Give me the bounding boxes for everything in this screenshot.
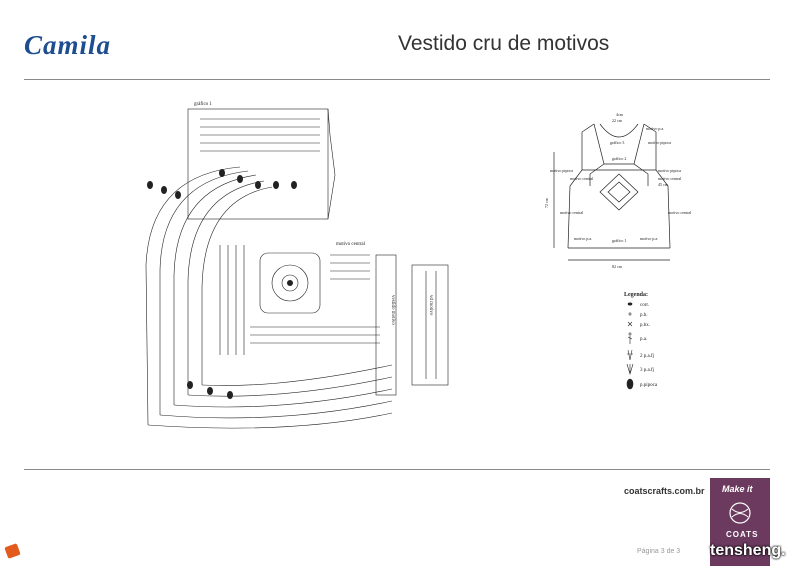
logo-make-text: Make it (722, 484, 753, 494)
chart-label-lateral-2: vd motivo (428, 295, 433, 316)
legend-slst-icon (627, 321, 633, 327)
schematic-label-motivo-pa-bl: motivo p.a. (574, 236, 592, 241)
site-link[interactable]: coatscrafts.com.br (624, 486, 705, 496)
header-divider (24, 79, 770, 80)
schematic-label-motivo-central-br: motivo central (668, 210, 692, 215)
logo-coats-text: COATS (726, 530, 759, 539)
legend-item-5: 2 p.a.fj (640, 354, 654, 359)
schematic-label-motivo-pipoca-2: motivo pipoca (550, 168, 573, 173)
footer-divider (24, 469, 770, 470)
page-number: Página 3 de 3 (637, 548, 681, 555)
legend-item-4: p.a. (640, 337, 647, 342)
schematic-label-motivo-pa-1: motivo p.a. (646, 126, 664, 131)
stitch-legend: Legenda: corr. p.b. p.bx. p.a. 2 p.a.fj … (624, 292, 658, 390)
schematic-label-motivo-pipoca-1: motivo pipoca (648, 140, 671, 145)
dress-schematic: gráfico 3 gráfico 2 gráfico 1 motivo p.a… (544, 112, 692, 269)
schematic-label-grafico1: gráfico 1 (612, 238, 626, 243)
schematic-dim-neck: 4cm (616, 112, 624, 117)
schematic-label-motivo-pipoca-3: motivo pipoca (658, 168, 681, 173)
schematic-label-motivo-central-r: motivo central (658, 176, 682, 181)
schematic-label-grafico2: gráfico 2 (612, 156, 626, 161)
page-title: Vestido cru de motivos (398, 32, 610, 55)
legend-item-1: corr. (640, 303, 649, 308)
legend-item-7: p.pipoca (640, 383, 658, 388)
legend-dc3tog-icon (626, 363, 634, 376)
legend-sc-icon (628, 312, 632, 316)
schematic-label-motivo-pa-br: motivo p.a. (640, 236, 658, 241)
chart-label-motivo-central: motivo central (336, 242, 366, 247)
schematic-dim-side: 45 cm (658, 182, 669, 187)
book-icon (4, 543, 21, 559)
legend-item-3: p.bx. (640, 323, 650, 328)
brand-logo: Camila (24, 30, 112, 60)
legend-chain-icon (627, 302, 633, 306)
schematic-label-grafico3: gráfico 3 (610, 140, 624, 145)
schematic-dim-top: 22 cm (612, 118, 623, 123)
legend-popcorn-icon (626, 378, 634, 390)
schematic-label-motivo-central-l: motivo central (570, 176, 594, 181)
crochet-chart: gráfico 1 motivo central vestido motivo … (145, 102, 449, 429)
coats-logo: Make it COATS (710, 478, 770, 566)
watermark: tensheng. (710, 542, 786, 559)
legend-dc-icon (627, 332, 633, 344)
schematic-dim-height: 72 cm (544, 197, 549, 208)
chart-label-grafico1: gráfico 1 (194, 102, 212, 107)
legend-title: Legenda: (624, 292, 648, 298)
schematic-label-motivo-central-bl: motivo central (560, 210, 584, 215)
legend-item-2: p.b. (640, 313, 648, 318)
chart-label-lateral-1: vestido motivo (390, 295, 395, 325)
legend-item-6: 3 p.a.fj (640, 368, 654, 373)
yarn-icon (729, 502, 751, 524)
schematic-dim-bottom: 82 cm (612, 264, 623, 269)
legend-dc2tog-icon (627, 349, 633, 361)
